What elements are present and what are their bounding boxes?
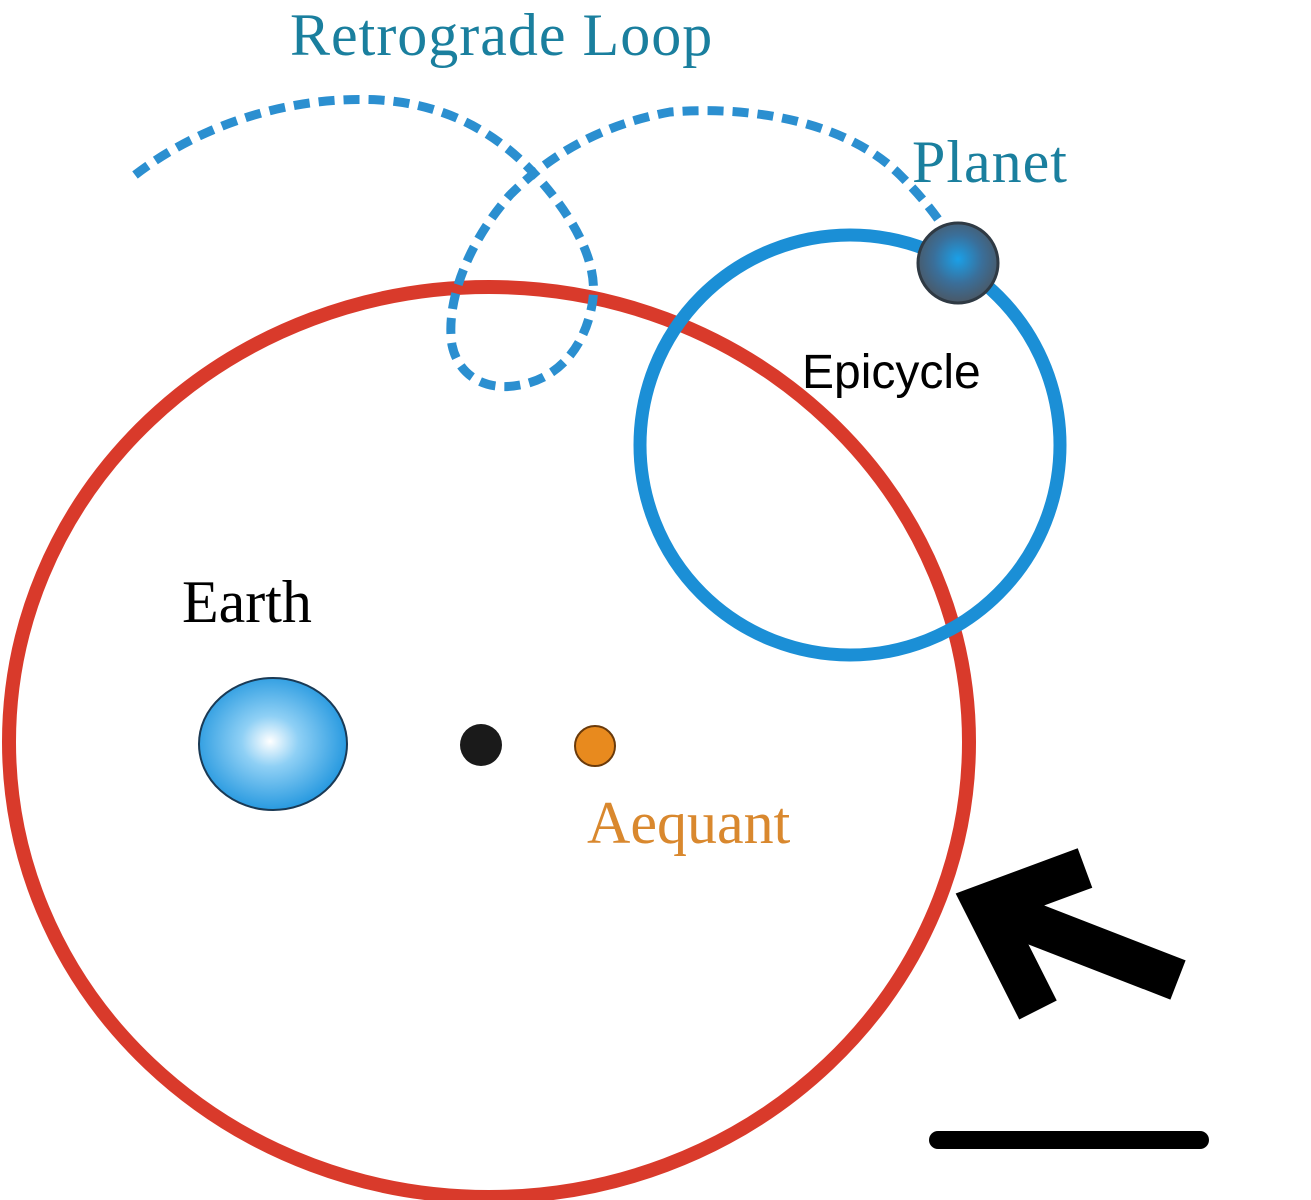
deferent-circle (2, 280, 976, 1200)
deferent-center-dot (460, 724, 502, 766)
aequant-label: Aequant (587, 790, 791, 856)
earth-label: Earth (182, 569, 312, 635)
aequant-dot (574, 725, 616, 767)
planet-label: Planet (912, 129, 1068, 195)
arrow-up-left-icon (955, 848, 1186, 1020)
planet-body (916, 221, 1000, 305)
epicycle-label: Epicycle (802, 346, 981, 399)
epicycle-circle (633, 228, 1067, 662)
earth-body (198, 677, 348, 811)
retrograde-loop-label: Retrograde Loop (290, 2, 713, 68)
retrograde-loop-path (132, 94, 959, 391)
